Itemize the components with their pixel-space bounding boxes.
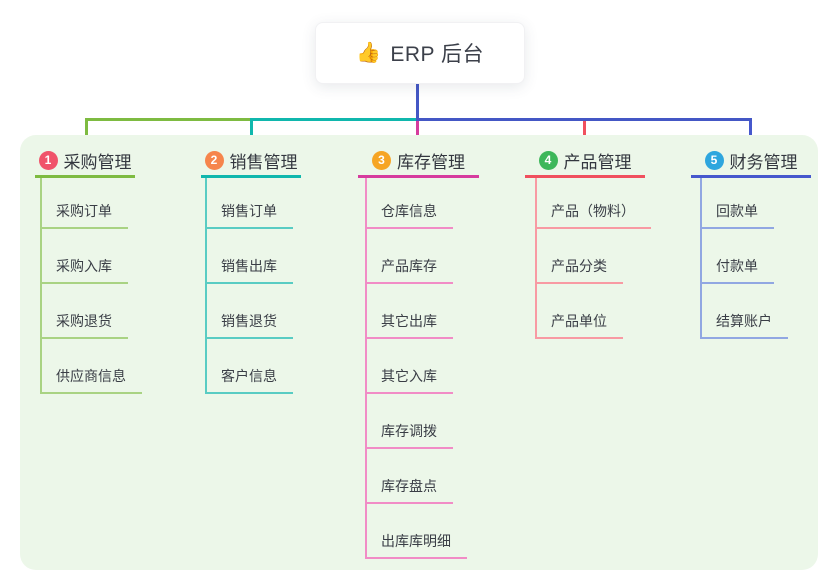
branch-items-inventory: 仓库信息 产品库存 其它出库 其它入库 库存调拨 库存盘点 出库库明细 xyxy=(365,178,467,559)
node-item-label: 付款单 xyxy=(702,256,774,284)
node-item-label: 产品单位 xyxy=(537,311,623,339)
branch-header-product[interactable]: 4 产品管理 xyxy=(525,145,645,178)
node-item[interactable]: 销售订单 xyxy=(207,178,293,229)
node-item[interactable]: 出库库明细 xyxy=(367,504,467,559)
branch-items-purchase: 采购订单 采购入库 采购退货 供应商信息 xyxy=(40,178,142,394)
node-item-label: 出库库明细 xyxy=(367,531,467,559)
root-node-erp[interactable]: 👍 ERP 后台 xyxy=(315,22,525,84)
node-item[interactable]: 采购入库 xyxy=(42,229,142,284)
node-item-label: 销售出库 xyxy=(207,256,293,284)
branch-header-finance[interactable]: 5 财务管理 xyxy=(691,145,811,178)
branch-items-finance: 回款单 付款单 结算账户 xyxy=(700,178,788,339)
branch-items-sales: 销售订单 销售出库 销售退货 客户信息 xyxy=(205,178,293,394)
branch-label: 采购管理 xyxy=(63,152,132,172)
connector-drop-sales xyxy=(250,118,253,148)
node-item-label: 采购入库 xyxy=(42,256,128,284)
connector-drop-finance xyxy=(749,118,752,148)
connector-rail-right-indigo xyxy=(416,118,752,121)
node-item[interactable]: 付款单 xyxy=(702,229,788,284)
connector-rail-left-green xyxy=(85,118,252,121)
node-item[interactable]: 采购订单 xyxy=(42,178,142,229)
connector-drop-purchase xyxy=(85,118,88,148)
node-item[interactable]: 产品（物料） xyxy=(537,178,651,229)
node-item[interactable]: 采购退货 xyxy=(42,284,142,339)
node-item-label: 采购退货 xyxy=(42,311,128,339)
priority-badge-5: 5 xyxy=(704,150,724,170)
node-item-label: 采购订单 xyxy=(42,201,128,229)
node-item-label: 产品分类 xyxy=(537,256,623,284)
connector-drop-inventory xyxy=(416,118,419,148)
priority-badge-2: 2 xyxy=(204,150,224,170)
branch-header-inventory[interactable]: 3 库存管理 xyxy=(358,145,479,178)
thumbs-up-icon: 👍 xyxy=(355,42,382,64)
node-item[interactable]: 产品库存 xyxy=(367,229,467,284)
node-item-label: 产品库存 xyxy=(367,256,453,284)
node-item[interactable]: 库存盘点 xyxy=(367,449,467,504)
node-item-label: 回款单 xyxy=(702,201,774,229)
connector-root-trunk xyxy=(416,82,419,118)
node-item[interactable]: 结算账户 xyxy=(702,284,788,339)
node-item-label: 客户信息 xyxy=(207,366,293,394)
node-item-label: 其它入库 xyxy=(367,366,453,394)
node-item-label: 仓库信息 xyxy=(367,201,453,229)
branch-label: 财务管理 xyxy=(729,152,798,172)
branch-label: 销售管理 xyxy=(229,152,298,172)
connector-drop-product xyxy=(583,118,586,148)
node-item-label: 销售订单 xyxy=(207,201,293,229)
node-item-label: 供应商信息 xyxy=(42,366,142,394)
node-item-label: 产品（物料） xyxy=(537,201,651,229)
connector-rail-left-teal xyxy=(250,118,418,121)
branches-panel xyxy=(20,135,818,570)
branch-label: 库存管理 xyxy=(397,152,465,172)
node-item[interactable]: 销售出库 xyxy=(207,229,293,284)
node-item[interactable]: 客户信息 xyxy=(207,339,293,394)
priority-badge-1: 1 xyxy=(38,150,58,170)
node-item[interactable]: 仓库信息 xyxy=(367,178,467,229)
node-item[interactable]: 其它出库 xyxy=(367,284,467,339)
node-item-label: 其它出库 xyxy=(367,311,453,339)
node-item[interactable]: 库存调拨 xyxy=(367,394,467,449)
priority-badge-4: 4 xyxy=(538,150,558,170)
root-node-label: ERP 后台 xyxy=(390,43,485,66)
branch-label: 产品管理 xyxy=(563,152,632,172)
priority-badge-3: 3 xyxy=(372,150,391,170)
node-item[interactable]: 产品单位 xyxy=(537,284,651,339)
branch-header-sales[interactable]: 2 销售管理 xyxy=(201,145,301,178)
branch-header-purchase[interactable]: 1 采购管理 xyxy=(35,145,135,178)
node-item[interactable]: 销售退货 xyxy=(207,284,293,339)
node-item-label: 库存调拨 xyxy=(367,421,453,449)
node-item-label: 销售退货 xyxy=(207,311,293,339)
node-item[interactable]: 其它入库 xyxy=(367,339,467,394)
node-item[interactable]: 供应商信息 xyxy=(42,339,142,394)
node-item-label: 库存盘点 xyxy=(367,476,453,504)
node-item-label: 结算账户 xyxy=(702,311,788,339)
branch-items-product: 产品（物料） 产品分类 产品单位 xyxy=(535,178,651,339)
node-item[interactable]: 回款单 xyxy=(702,178,788,229)
node-item[interactable]: 产品分类 xyxy=(537,229,651,284)
